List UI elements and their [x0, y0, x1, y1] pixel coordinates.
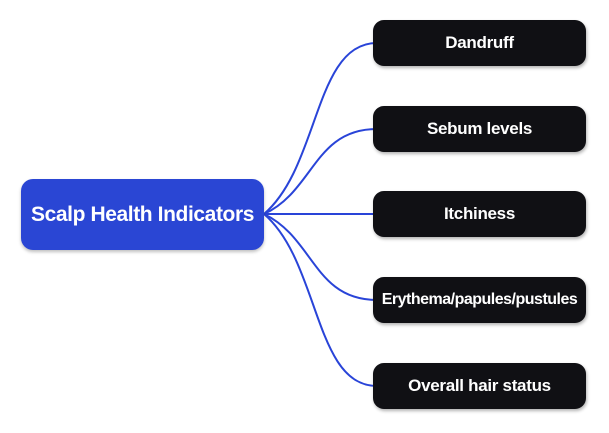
- child-node-label: Erythema/papules/pustules: [381, 291, 578, 308]
- connector-dandruff: [263, 42, 378, 215]
- connector-erythema: [263, 213, 378, 301]
- connector-overall-hair-status: [263, 213, 378, 387]
- child-node-overall-hair-status[interactable]: Overall hair status: [373, 363, 586, 409]
- child-node-label: Overall hair status: [408, 376, 551, 395]
- child-node-label: Sebum levels: [426, 119, 533, 138]
- child-node-sebum-levels[interactable]: Sebum levels: [373, 106, 586, 152]
- connector-sebum-levels: [263, 128, 378, 215]
- child-node-itchiness[interactable]: Itchiness: [373, 191, 586, 237]
- root-node-scalp-health-indicators[interactable]: Scalp Health Indicators: [21, 179, 264, 250]
- child-node-label: Itchiness: [444, 204, 515, 223]
- root-node-label: Scalp Health Indicators: [30, 202, 255, 226]
- child-node-label: Dandruff: [445, 33, 514, 52]
- child-node-dandruff[interactable]: Dandruff: [373, 20, 586, 66]
- child-node-erythema-papules-pustules[interactable]: Erythema/papules/pustules: [373, 277, 586, 323]
